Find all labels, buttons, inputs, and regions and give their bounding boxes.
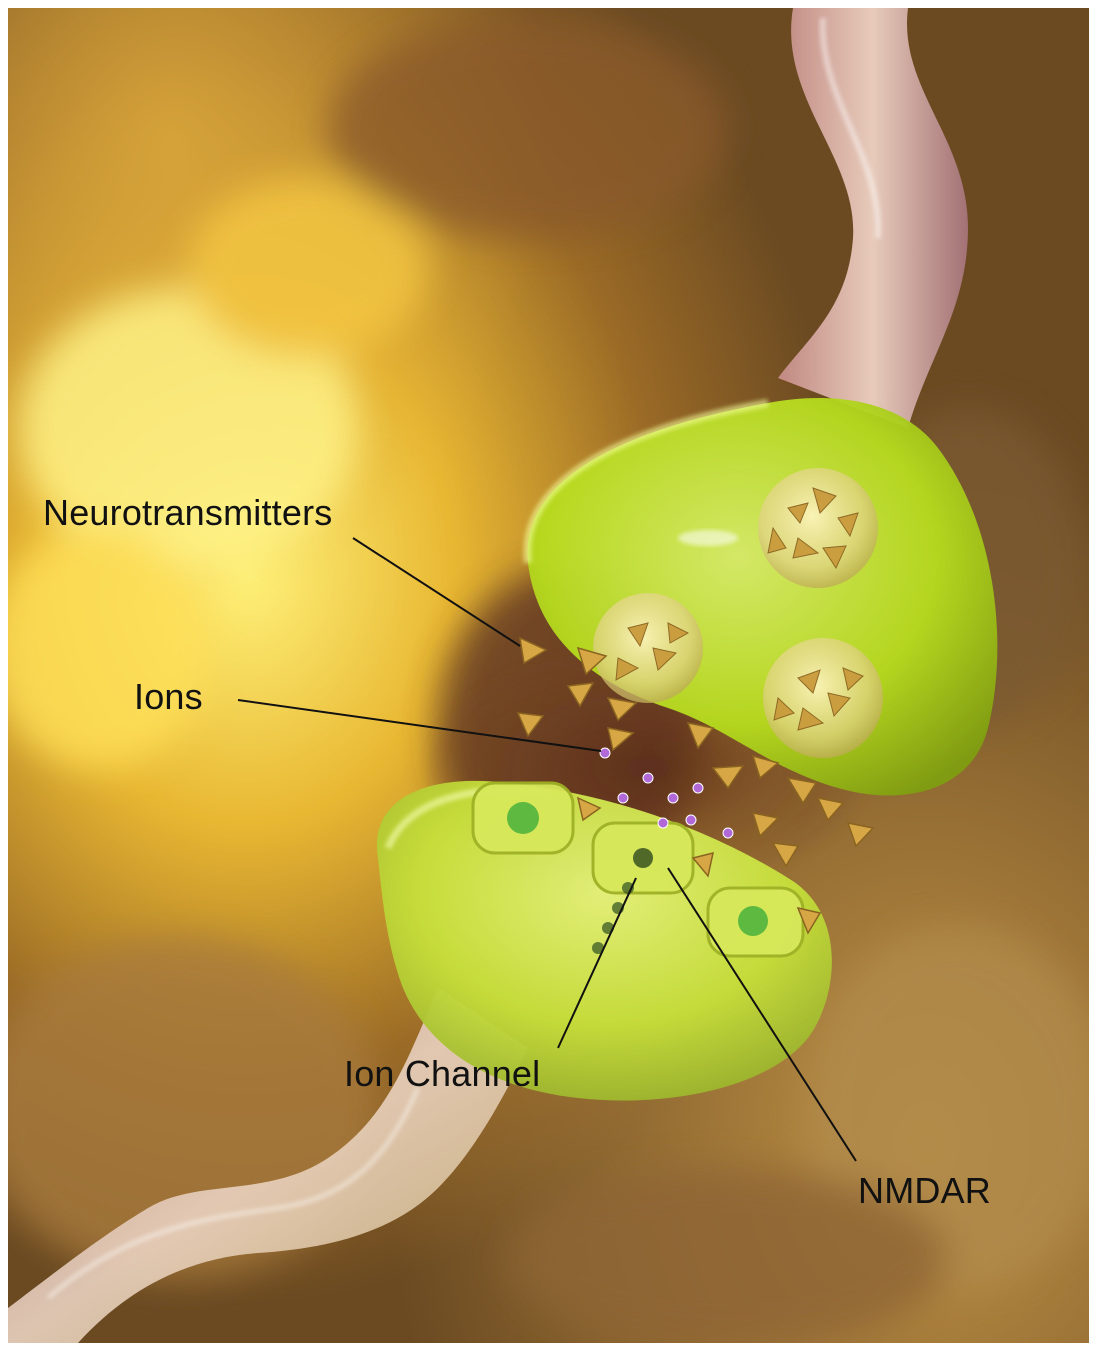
label-neurotransmitters: Neurotransmitters	[43, 492, 332, 534]
label-ion-channel: Ion Channel	[344, 1053, 540, 1095]
label-ions: Ions	[134, 676, 203, 718]
label-nmdar: NMDAR	[858, 1170, 991, 1212]
receptor-right	[708, 888, 803, 956]
synapse-illustration: Neurotransmitters Ions Ion Channel NMDAR	[8, 8, 1089, 1343]
receptor-left	[473, 783, 573, 853]
